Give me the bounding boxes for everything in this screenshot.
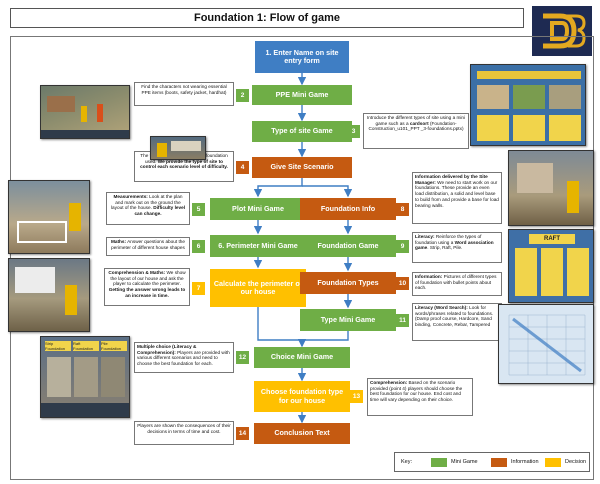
choice-card-strip: Strip Foundation — [45, 341, 71, 351]
page-title: Foundation 1: Flow of game — [10, 8, 524, 28]
step-number-badge: 12 — [236, 351, 249, 364]
choice-card-raft: Raft Foundation — [73, 341, 99, 351]
key-swatch-mini-game — [431, 458, 447, 467]
note-conclusion: Players are shown the consequences of th… — [134, 421, 234, 445]
choice-mini-game-box: Choice Mini Game — [254, 347, 350, 368]
key-swatch-decision — [545, 458, 561, 467]
step-number-badge: 10 — [396, 277, 409, 290]
perimeter-game-screenshot — [8, 258, 90, 332]
type-mini-game-box: Type Mini Game — [300, 309, 396, 331]
foundation-info-screenshot — [508, 150, 594, 226]
key-text-mini-game: Mini Game — [451, 459, 478, 465]
arrow-7-12 — [257, 307, 307, 348]
key-text-decision: Decision — [565, 459, 587, 465]
key-text-information: Information — [511, 459, 539, 465]
plot-mini-game-box: Plot Mini Game — [210, 198, 306, 220]
raft-label: RAFT — [529, 234, 575, 244]
type-of-site-game-box: Type of site Game — [252, 121, 352, 142]
perimeter-mini-game-box: 6. Perimeter Mini Game — [210, 235, 306, 257]
foundation-types-box: Foundation Types — [300, 272, 396, 294]
db-monogram-logo-icon — [543, 13, 586, 49]
conclusion-text-box: Conclusion Text — [254, 423, 350, 444]
enter-name-box: 1. Enter Name on site entry form — [255, 41, 349, 73]
note-plot: Measurements: Look at the plan and mark … — [106, 192, 190, 225]
note-perimeter: Maths: Answer questions about the perime… — [106, 237, 190, 256]
ppe-game-screenshot — [40, 85, 130, 139]
note-choose: Comprehension: Based on the scenario pro… — [367, 378, 473, 416]
step-number-badge: 4 — [236, 161, 249, 174]
scenario-screenshot — [150, 136, 206, 160]
step-number-badge: 9 — [396, 240, 409, 253]
arrow-4-5 — [253, 178, 303, 198]
foundation-info-box: Foundation Info — [300, 198, 396, 220]
ppe-mini-game-box: PPE Mini Game — [252, 85, 352, 105]
note-ppe: Find the characters not wearing essentia… — [134, 82, 234, 106]
calculate-perimeter-box: Calculate the perimeter of our house — [210, 269, 306, 307]
site-type-cardsort-screenshot — [470, 64, 586, 146]
step-number-badge: 5 — [192, 203, 205, 216]
step-number-badge: 7 — [192, 282, 205, 295]
title-text: Foundation 1: Flow of game — [193, 12, 341, 24]
give-site-scenario-box: Give Site Scenario — [252, 157, 352, 178]
foundation-game-box: Foundation Game — [300, 235, 396, 257]
word-search-screenshot — [498, 304, 594, 384]
logo — [532, 6, 592, 56]
key-swatch-information — [491, 458, 507, 467]
step-number-badge: 6 — [192, 240, 205, 253]
arrow-4-8 — [302, 185, 353, 198]
choose-foundation-type-box: Choose foundation type for our house — [254, 381, 350, 412]
note-foundation-game: Literacy: Reinforce the types of foundat… — [412, 232, 502, 263]
step-number-badge: 14 — [236, 427, 249, 440]
step-number-badge: 13 — [350, 390, 363, 403]
note-choice: Multiple choice (Literacy & Comprehensio… — [134, 342, 234, 373]
word-association-screenshot: RAFT — [508, 229, 594, 303]
plot-game-screenshot — [8, 180, 90, 254]
choice-card-pile: Pile Foundation — [101, 341, 127, 351]
note-site-type: Introduce the different types of site us… — [363, 113, 469, 149]
step-number-badge: 2 — [236, 89, 249, 102]
step-number-badge: 8 — [396, 203, 409, 216]
note-foundation-info: Information delivered by the Site Manage… — [412, 172, 502, 224]
note-type-mini-game: Literacy (Word Search): Look for words/p… — [412, 303, 502, 341]
key-label: Key: — [401, 459, 413, 465]
word-search-grid — [508, 314, 586, 376]
step-number-badge: 3 — [347, 125, 360, 138]
note-foundation-types: Information: Pictures of different types… — [412, 272, 502, 296]
legend-key: Key: Mini Game Information Decision — [394, 452, 590, 472]
note-calculate: Comprehension & Maths: We show the layou… — [104, 268, 190, 306]
step-number-badge: 11 — [396, 314, 409, 327]
choice-game-screenshot: Strip Foundation Raft Foundation Pile Fo… — [40, 336, 130, 418]
arrow-11-12 — [302, 331, 349, 341]
